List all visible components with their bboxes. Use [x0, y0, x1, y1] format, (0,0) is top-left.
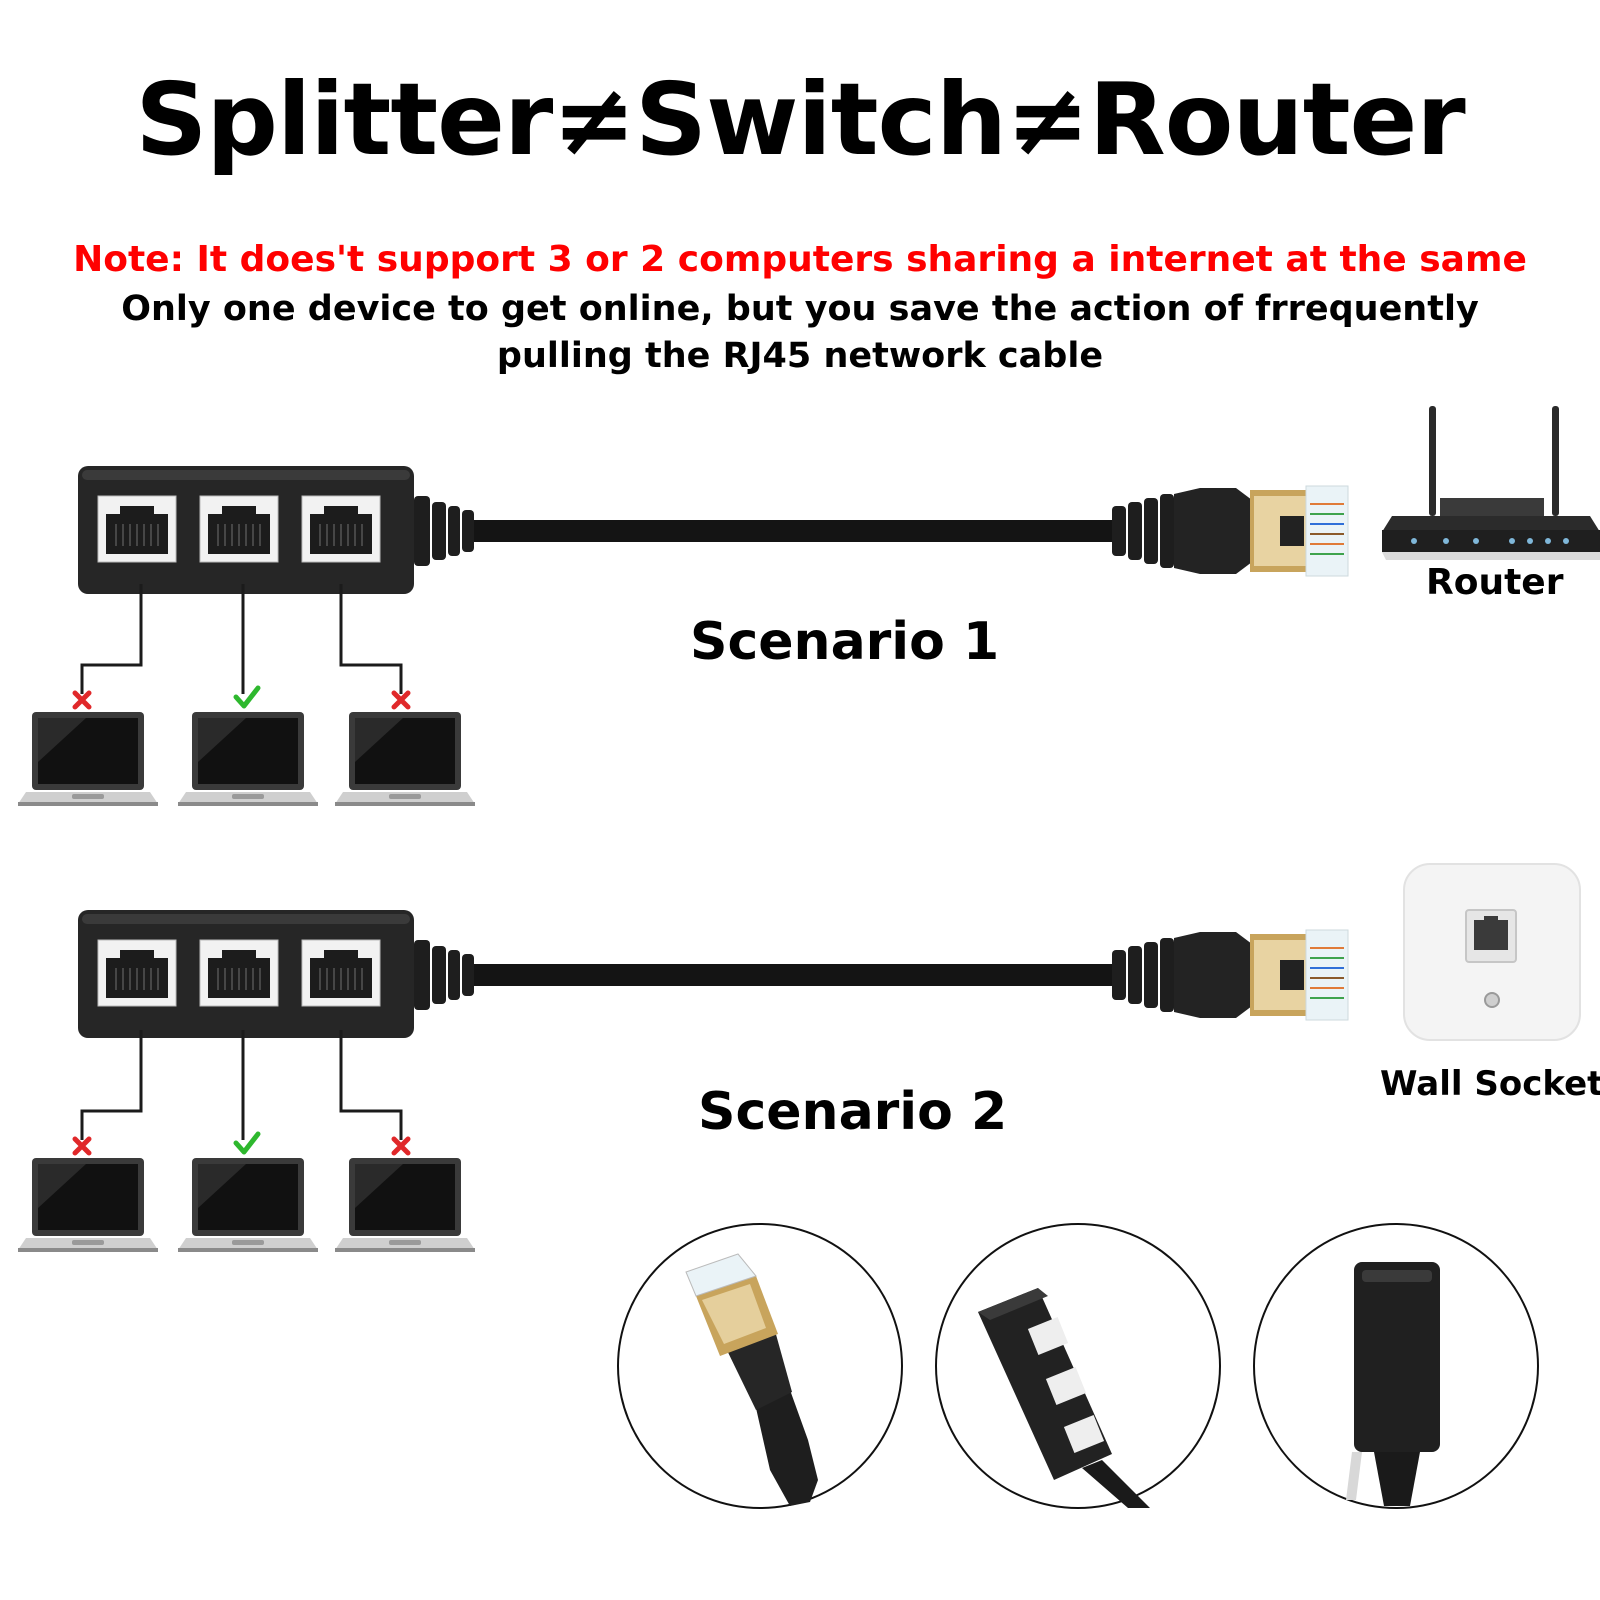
scenario-1-label: Scenario 1 [690, 612, 1000, 672]
scenario-2-label: Scenario 2 [698, 1082, 1008, 1142]
page-title: Splitter≠Switch≠Router [135, 61, 1465, 178]
laptop-icon [335, 1158, 475, 1252]
check-icon [236, 688, 258, 706]
detail-splitter-side [1253, 1223, 1539, 1509]
port-connector-lines [80, 582, 403, 696]
subtitle: Only one device to get online, but you s… [0, 286, 1600, 379]
scenario-1-diagram [18, 406, 1600, 806]
cross-icon [75, 1139, 89, 1153]
splitter-cable [78, 910, 1348, 1038]
laptop-icon [335, 712, 475, 806]
cross-icon [394, 693, 408, 707]
wall-socket-icon [1403, 863, 1581, 1041]
splitter-cable [78, 466, 1348, 594]
subtitle-line-2: pulling the RJ45 network cable [496, 335, 1104, 376]
router-icon [1382, 406, 1600, 560]
detail-rj45-plug [617, 1223, 903, 1509]
detail-splitter-ports [935, 1223, 1221, 1509]
wall-socket-label: Wall Socket [1380, 1064, 1600, 1104]
scenario-2-diagram [18, 863, 1581, 1252]
port-connector-lines [80, 1028, 403, 1142]
cross-icon [394, 1139, 408, 1153]
subtitle-line-1: Only one device to get online, but you s… [121, 289, 1479, 329]
warning-note: Note: It does't support 3 or 2 computers… [73, 239, 1527, 280]
laptop-icon [178, 712, 318, 806]
laptop-icon [18, 1158, 158, 1252]
laptop-icon [18, 712, 158, 806]
cross-icon [75, 693, 89, 707]
router-label: Router [1426, 562, 1564, 603]
check-icon [236, 1134, 258, 1152]
laptop-icon [178, 1158, 318, 1252]
